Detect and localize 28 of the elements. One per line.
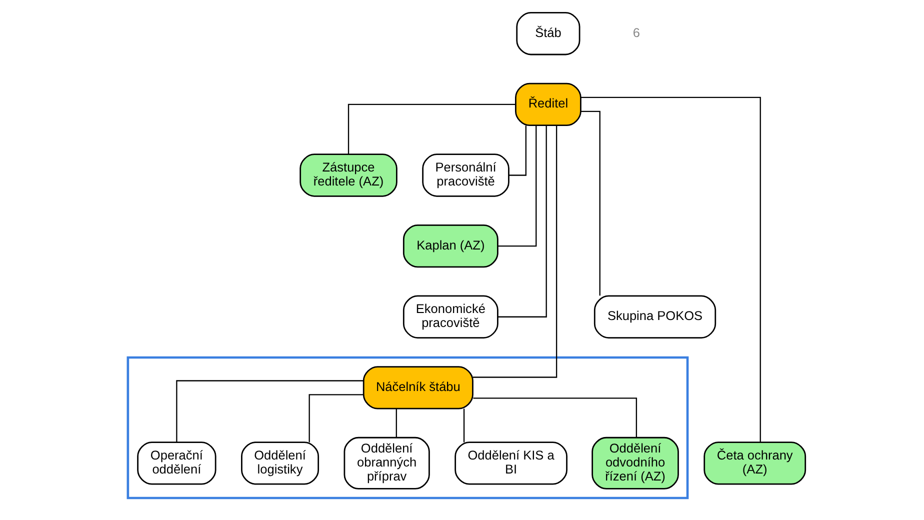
node-box: Štáb [516,12,580,56]
node-box: Četa ochrany (AZ) [704,442,806,485]
node-box: Ekonomické pracoviště [402,295,498,338]
cluster [126,356,689,500]
connector [498,126,547,318]
node-box: Náčelník štábu [362,366,474,410]
connector [463,408,465,442]
connector [472,125,558,378]
node-box: Oddělení KIS a BI [454,442,568,485]
connector [176,380,364,442]
node-box: Personální pracoviště [422,154,510,197]
connector [580,96,761,442]
node-box: Ředitel [515,82,582,126]
connector [396,408,397,438]
connector [580,110,600,296]
connector [508,126,526,176]
node-box: Zástupce ředitele (AZ) [300,154,398,197]
label: 6 [632,24,640,40]
node-box: Oddělení logistiky [241,442,320,485]
connector [348,104,516,154]
node-box: Oddělení obranných příprav [344,436,430,490]
node-box: Oddělení odvodního řízení (AZ) [592,436,679,490]
node-box: Kaplan (AZ) [402,224,498,268]
node-box: Skupina POKOS [594,295,716,338]
connector [498,125,537,247]
node-box: Operační oddělení [137,442,216,485]
connector [308,394,364,442]
connector [473,398,638,438]
